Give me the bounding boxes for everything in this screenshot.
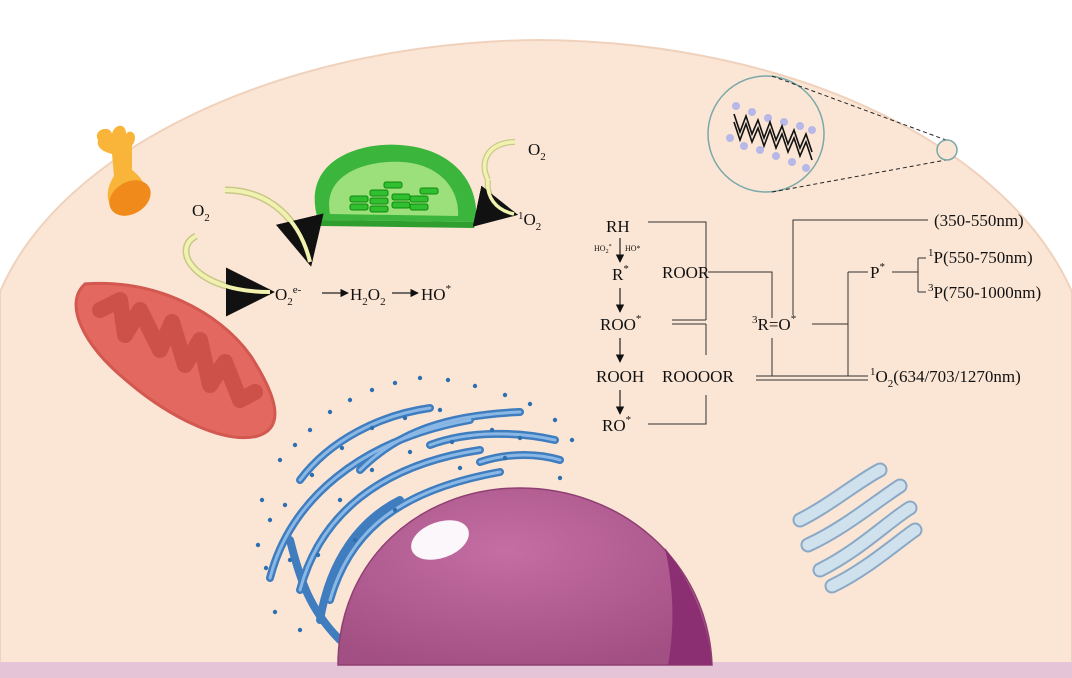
h2o2-label: H2O2 (350, 285, 386, 308)
p-star-label: P* (870, 261, 885, 282)
triplet-carbonyl-label: 3R=O* (752, 313, 796, 334)
orange-organelle-icon (96, 125, 151, 216)
superoxide-label: O2e- (275, 284, 302, 308)
ro-label: RO* (602, 414, 631, 435)
mitochondrion-icon (74, 281, 277, 440)
cell-membrane-bottom (0, 662, 1072, 678)
rooooor-label: ROOOOR (662, 367, 734, 386)
lipid-peroxidation-pathway: RH HO2* HO* R* ROO* ROOH RO* ROOR ROOOOR… (594, 211, 1041, 435)
ho-small-label: HO* (625, 244, 641, 253)
rh-label: RH (606, 217, 630, 236)
nucleus-icon (337, 487, 713, 666)
wavelength-350-550-label: (350-550nm) (934, 211, 1024, 230)
golgi-apparatus-icon (792, 462, 923, 594)
hydroxyl-label: HO* (421, 283, 451, 304)
chloroplast-o2-label: O2 (528, 140, 546, 163)
mito-o2-label: O2 (192, 201, 210, 224)
chloroplast-icon (314, 144, 477, 228)
r-radical-label: R* (612, 263, 629, 284)
membrane-zoom-inset (707, 75, 958, 193)
endoplasmic-reticulum-inner (268, 406, 562, 602)
roo-label: ROO* (600, 313, 641, 334)
triplet-p-label: 3P(750-1000nm) (928, 282, 1041, 302)
singlet-p-label: 1P(550-750nm) (928, 247, 1033, 267)
rooh-label: ROOH (596, 367, 644, 386)
chloroplast-singlet-o2-label: 1O2 (518, 210, 541, 233)
roor-label: ROOR (662, 263, 710, 282)
ho2-small-label: HO2* (594, 244, 612, 255)
singlet-oxygen-emission-label: 1O2(634/703/1270nm) (870, 366, 1021, 390)
